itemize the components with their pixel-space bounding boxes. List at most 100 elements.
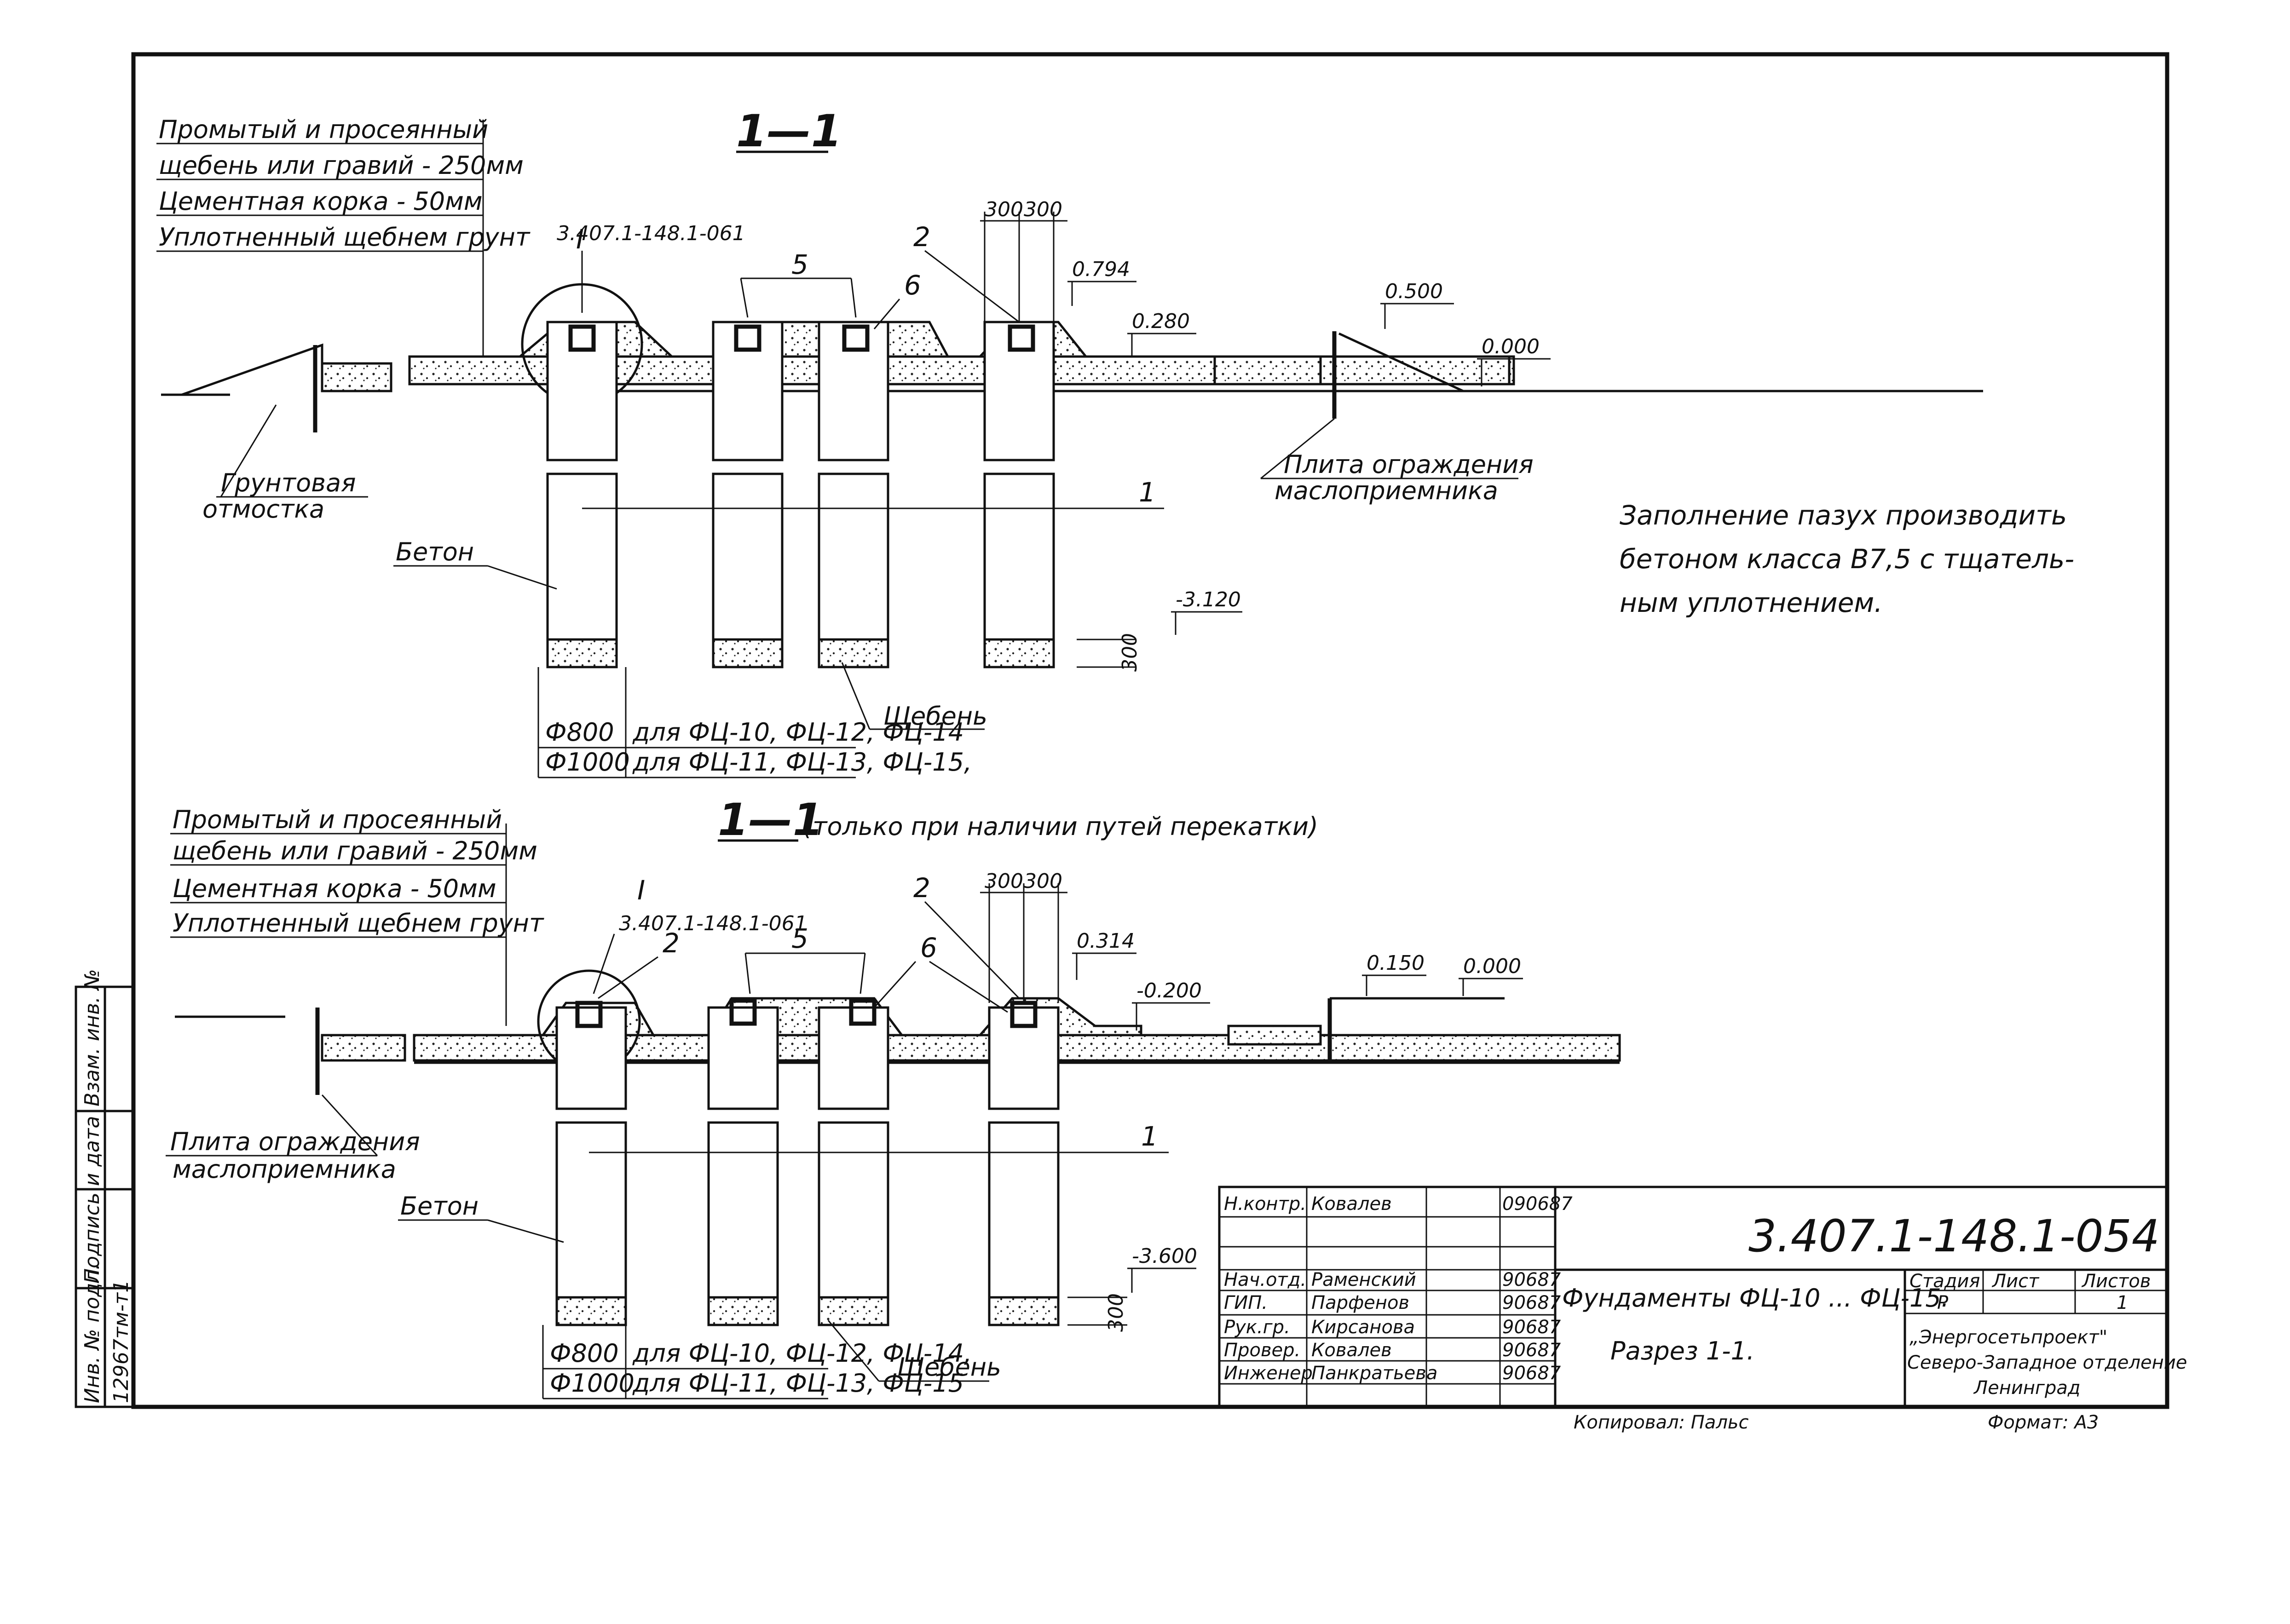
tb-org-1: „Энергосетьпроект" [1909, 1327, 2107, 1348]
pile-b4-bottom [988, 1121, 1060, 1299]
tb-date-0: 090687 [1502, 1193, 1573, 1215]
label-plate-top: Плита ограждения [1284, 450, 1534, 479]
node-ref-bottom: 3.407.1-148.1-061 [619, 912, 808, 935]
diam-800-top: Ф800 [545, 718, 614, 747]
tb-name-4: Кирсанова [1311, 1317, 1415, 1338]
tb-stage-hdr: Стадия [1909, 1271, 1980, 1292]
pile-4-top [983, 321, 1055, 461]
diam-800-top-text: для ФЦ-10, ФЦ-12, ФЦ-14 [632, 718, 964, 747]
layer-label-b1: Промытый и просеянный [173, 805, 502, 834]
mark-5-bottom: 5 [791, 923, 808, 954]
label-gravel-top: Щебень [883, 702, 987, 731]
section-top-title: 1—1 [736, 105, 842, 157]
node-mark-top: I [576, 224, 584, 255]
tb-name-6: Панкратьева [1311, 1363, 1437, 1384]
pile-b3-bottom [818, 1121, 889, 1299]
level-0500: 0.500 [1385, 280, 1443, 303]
mark-6-top: 6 [904, 270, 921, 301]
mark-2-top: 2 [913, 221, 930, 253]
label-soil: Грунтовая [221, 468, 356, 497]
tb-date-3: 90687 [1502, 1292, 1561, 1313]
label-concrete-bottom: Бетон [400, 1192, 479, 1221]
stamp-replace-inv: Взам. инв. № [81, 969, 104, 1106]
level-0314: 0.314 [1077, 929, 1135, 953]
dim-300-a-top: 300 [985, 198, 1023, 221]
pile-b2-bottom [707, 1121, 779, 1299]
pile-1-bottom [546, 472, 618, 641]
section-bottom-title: 1—1 [718, 794, 824, 846]
tb-role-4: Рук.гр. [1224, 1317, 1290, 1338]
diam-1000-top-text: для ФЦ-11, ФЦ-13, ФЦ-15, [632, 748, 972, 777]
mark-5-top: 5 [791, 249, 808, 280]
pile-2-top [712, 321, 784, 461]
tb-doc-subtitle: Разрез 1-1. [1610, 1336, 1754, 1365]
stamp-inv-number: 12967тм-т1 [110, 1280, 133, 1403]
pile-b4-top [988, 1006, 1060, 1110]
tb-name-2: Раменский [1311, 1269, 1416, 1290]
node-mark-bottom: I [637, 875, 645, 906]
level-m3600: -3.600 [1132, 1244, 1197, 1268]
tb-role-0: Н.контр. [1224, 1193, 1306, 1215]
tb-role-3: ГИП. [1224, 1292, 1268, 1313]
mark-6-bottom: 6 [920, 932, 937, 963]
label-plate-bottom: Плита ограждения [170, 1127, 420, 1156]
tb-doc-title: Фундаменты ФЦ-10 ... ФЦ-15. [1562, 1284, 1949, 1313]
label-soil-2: отмостка [202, 495, 324, 524]
tb-name-5: Ковалев [1311, 1340, 1392, 1361]
general-note: Заполнение пазух производить бетоном кла… [1620, 500, 2074, 618]
note-line-3: ным уплотнением. [1620, 587, 1883, 618]
pile-3-bottom [818, 472, 889, 641]
tb-date-4: 90687 [1502, 1317, 1561, 1338]
layer-label-b4: Уплотненный щебнем грунт [173, 909, 544, 938]
note-line-2: бетоном класса B7,5 с тщатель- [1620, 543, 2074, 575]
level-m0200: -0.200 [1136, 979, 1202, 1002]
label-plate-top-2: маслоприемника [1275, 476, 1498, 505]
diam-1000-bottom: Ф1000 [550, 1369, 635, 1398]
note-line-1: Заполнение пазух производить [1620, 500, 2067, 531]
tb-name-3: Парфенов [1311, 1292, 1409, 1313]
sheet-frame [131, 52, 2169, 1409]
tb-sheets-hdr: Листов [2081, 1271, 2151, 1292]
diam-800-bottom-text: для ФЦ-10, ФЦ-12, ФЦ-14, [632, 1339, 972, 1368]
label-gravel-bottom: Щебень [897, 1353, 1001, 1382]
mark-1-bottom: 1 [1141, 1121, 1158, 1152]
tb-org-2: Северо-Западное отделение [1907, 1352, 2187, 1373]
tb-role-6: Инженер [1224, 1363, 1313, 1384]
dim-300-b-top: 300 [1024, 198, 1062, 221]
pile-3-top [818, 321, 889, 461]
tb-org-3: Ленинград [1973, 1377, 2081, 1399]
section-top: 1—1 Промытый и просеянный щебень или гра… [156, 105, 1983, 778]
tb-sheets: 1 [2117, 1292, 2128, 1313]
tb-sheet-hdr: Лист [1991, 1271, 2040, 1292]
layer-label-4: Уплотненный щебнем грунт [159, 223, 531, 252]
stamp-sign-date: Подпись и дата [81, 1116, 104, 1284]
layer-label-3: Цементная корка - 50мм [159, 187, 483, 216]
tb-role-5: Провер. [1224, 1340, 1300, 1361]
dim-300-b-bottom: 300 [1024, 870, 1062, 893]
dim-300-a-bottom: 300 [985, 870, 1023, 893]
tb-name-0: Ковалев [1311, 1193, 1392, 1215]
level-0000-bottom: 0.000 [1463, 955, 1521, 978]
level-0794: 0.794 [1072, 258, 1130, 281]
diam-1000-top: Ф1000 [545, 748, 630, 777]
diam-800-bottom: Ф800 [550, 1339, 619, 1368]
section-bottom: 1—1 (только при наличии путей перекатки)… [166, 794, 1621, 1399]
footer-format: Формат: А3 [1988, 1412, 2099, 1433]
side-stamp: Инв. № подл. Подпись и дата Взам. инв. №… [75, 969, 135, 1408]
title-block: Н.контр. Ковалев 090687 Нач.отд. Раменск… [1218, 1186, 2187, 1408]
pile-2-bottom [712, 472, 784, 641]
tb-stage: Р [1937, 1292, 1949, 1313]
level-0000-top: 0.000 [1482, 335, 1540, 358]
tb-date-6: 90687 [1502, 1363, 1561, 1384]
pile-4-bottom [983, 472, 1055, 641]
label-concrete-top: Бетон [396, 537, 474, 566]
diam-1000-bottom-text: для ФЦ-11, ФЦ-13, ФЦ-15 [632, 1369, 964, 1398]
mark-2a-bottom: 2 [663, 927, 680, 959]
tb-role-2: Нач.отд. [1224, 1269, 1306, 1290]
pile-b1-bottom [555, 1121, 627, 1299]
tb-date-5: 90687 [1502, 1340, 1561, 1361]
label-plate-bottom-2: маслоприемника [173, 1155, 396, 1184]
level-0280: 0.280 [1132, 310, 1190, 333]
layer-label-1: Промытый и просеянный [159, 115, 488, 144]
layer-label-b2: щебень или гравий - 250мм [173, 836, 537, 865]
